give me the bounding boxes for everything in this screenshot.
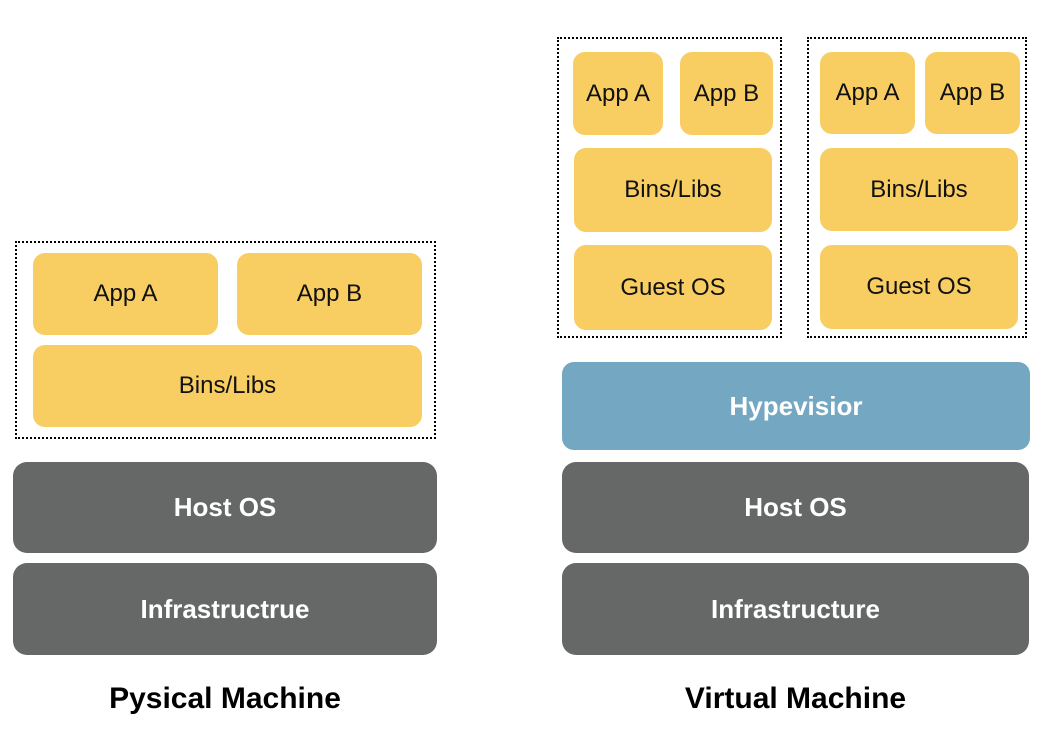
physical-bins-libs-box: Bins/Libs	[33, 345, 422, 427]
hypervisor-box: Hypevisior	[562, 362, 1030, 450]
physical-app-b-box: App B	[237, 253, 422, 335]
vm1-guest-os-box: Guest OS	[574, 245, 772, 330]
vm2-group-outline	[807, 37, 1027, 338]
vm2-app-a-box: App A	[820, 52, 915, 134]
vm2-guest-os-box: Guest OS	[820, 245, 1018, 329]
physical-machine-title: Pysical Machine	[109, 682, 341, 715]
vm1-group-outline	[557, 37, 782, 338]
virtual-machine-title: Virtual Machine	[684, 682, 907, 715]
vm2-bins-libs-box: Bins/Libs	[820, 148, 1018, 231]
vm1-bins-libs-box: Bins/Libs	[574, 148, 772, 232]
virtual-infrastructure-box: Infrastructure	[562, 563, 1029, 655]
vm1-app-b-box: App B	[680, 52, 773, 135]
virtual-host-os-box: Host OS	[562, 462, 1029, 553]
physical-app-group-outline	[15, 241, 436, 439]
physical-app-a-box: App A	[33, 253, 218, 335]
physical-infrastructure-box: Infrastructrue	[13, 563, 437, 655]
physical-host-os-box: Host OS	[13, 462, 437, 553]
vm2-app-b-box: App B	[925, 52, 1020, 134]
vm1-app-a-box: App A	[573, 52, 663, 135]
